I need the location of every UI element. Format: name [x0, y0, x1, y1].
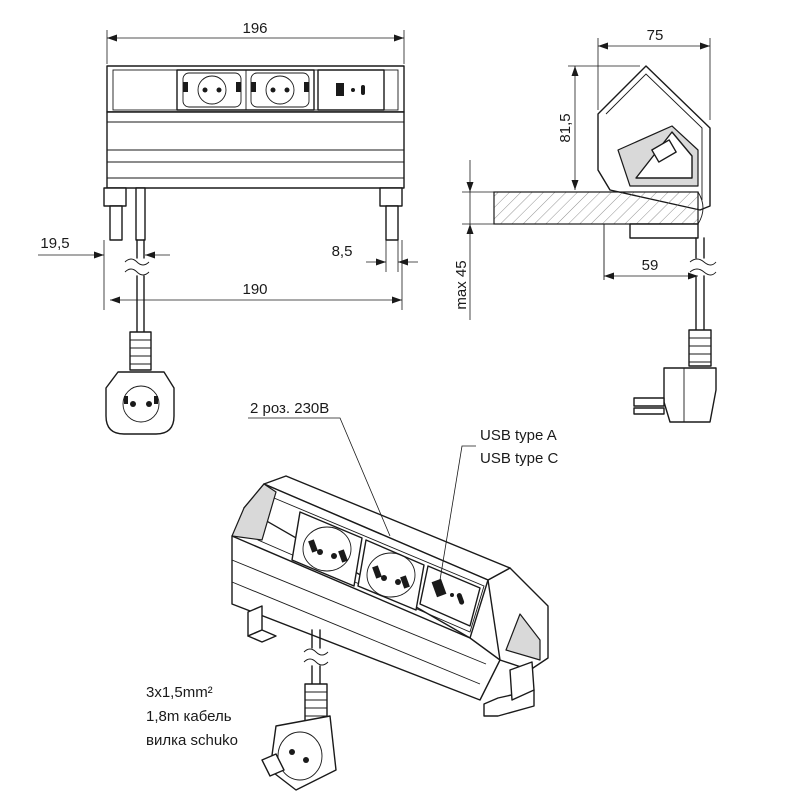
callout-cable-line3: вилка schuko: [146, 732, 238, 749]
dimension-right-offset: 8,5: [332, 240, 418, 272]
dim-max-45-label: max 45: [453, 260, 470, 309]
dim-59-label: 59: [642, 257, 659, 274]
dimension-width-bottom: 190: [110, 240, 403, 310]
callouts: 2 роз. 230В USB type A USB type C 3x1,5m…: [146, 400, 559, 749]
desk-section: [493, 191, 704, 280]
isometric-view: [231, 475, 549, 791]
callout-usb-c-label: USB type C: [480, 450, 559, 467]
front-view: 196: [38, 20, 418, 435]
callout-cable-line2: 1,8m кабель: [146, 708, 232, 725]
side-cable-plug: [633, 237, 717, 423]
dimension-width-top: 196: [106, 20, 405, 64]
iso-socket-1: [291, 511, 363, 587]
dimension-max-thickness: max 45: [453, 160, 494, 320]
dim-190-label: 190: [242, 281, 267, 298]
dimension-left-offset: 19,5: [38, 235, 170, 310]
front-cable-plug: [105, 239, 175, 435]
dim-19-5-label: 19,5: [40, 235, 69, 252]
dimension-depth-under: 59: [604, 257, 698, 280]
side-view: 75 81,5: [453, 27, 717, 423]
front-usb-module: [317, 69, 385, 111]
iso-usb-module: [419, 565, 481, 627]
dimension-depth-top: 75: [597, 27, 711, 120]
callout-usb-a-label: USB type A: [480, 427, 557, 444]
dim-8-5-label: 8,5: [332, 243, 353, 260]
iso-socket-2: [357, 539, 425, 611]
front-socket-1: [182, 72, 242, 108]
front-clamps: [103, 187, 403, 241]
dim-81-5-label: 81,5: [557, 113, 574, 142]
front-housing: [106, 65, 405, 189]
front-socket-2: [250, 72, 310, 108]
dim-196-label: 196: [242, 20, 267, 37]
dimension-height: 81,5: [557, 65, 640, 190]
side-housing: [597, 65, 711, 211]
dim-75-label: 75: [647, 27, 664, 44]
callout-cable-line1: 3x1,5mm²: [146, 684, 213, 701]
callout-sockets-label: 2 роз. 230В: [250, 400, 329, 417]
iso-clamp: [247, 605, 535, 717]
iso-cable-plug: [261, 629, 337, 791]
